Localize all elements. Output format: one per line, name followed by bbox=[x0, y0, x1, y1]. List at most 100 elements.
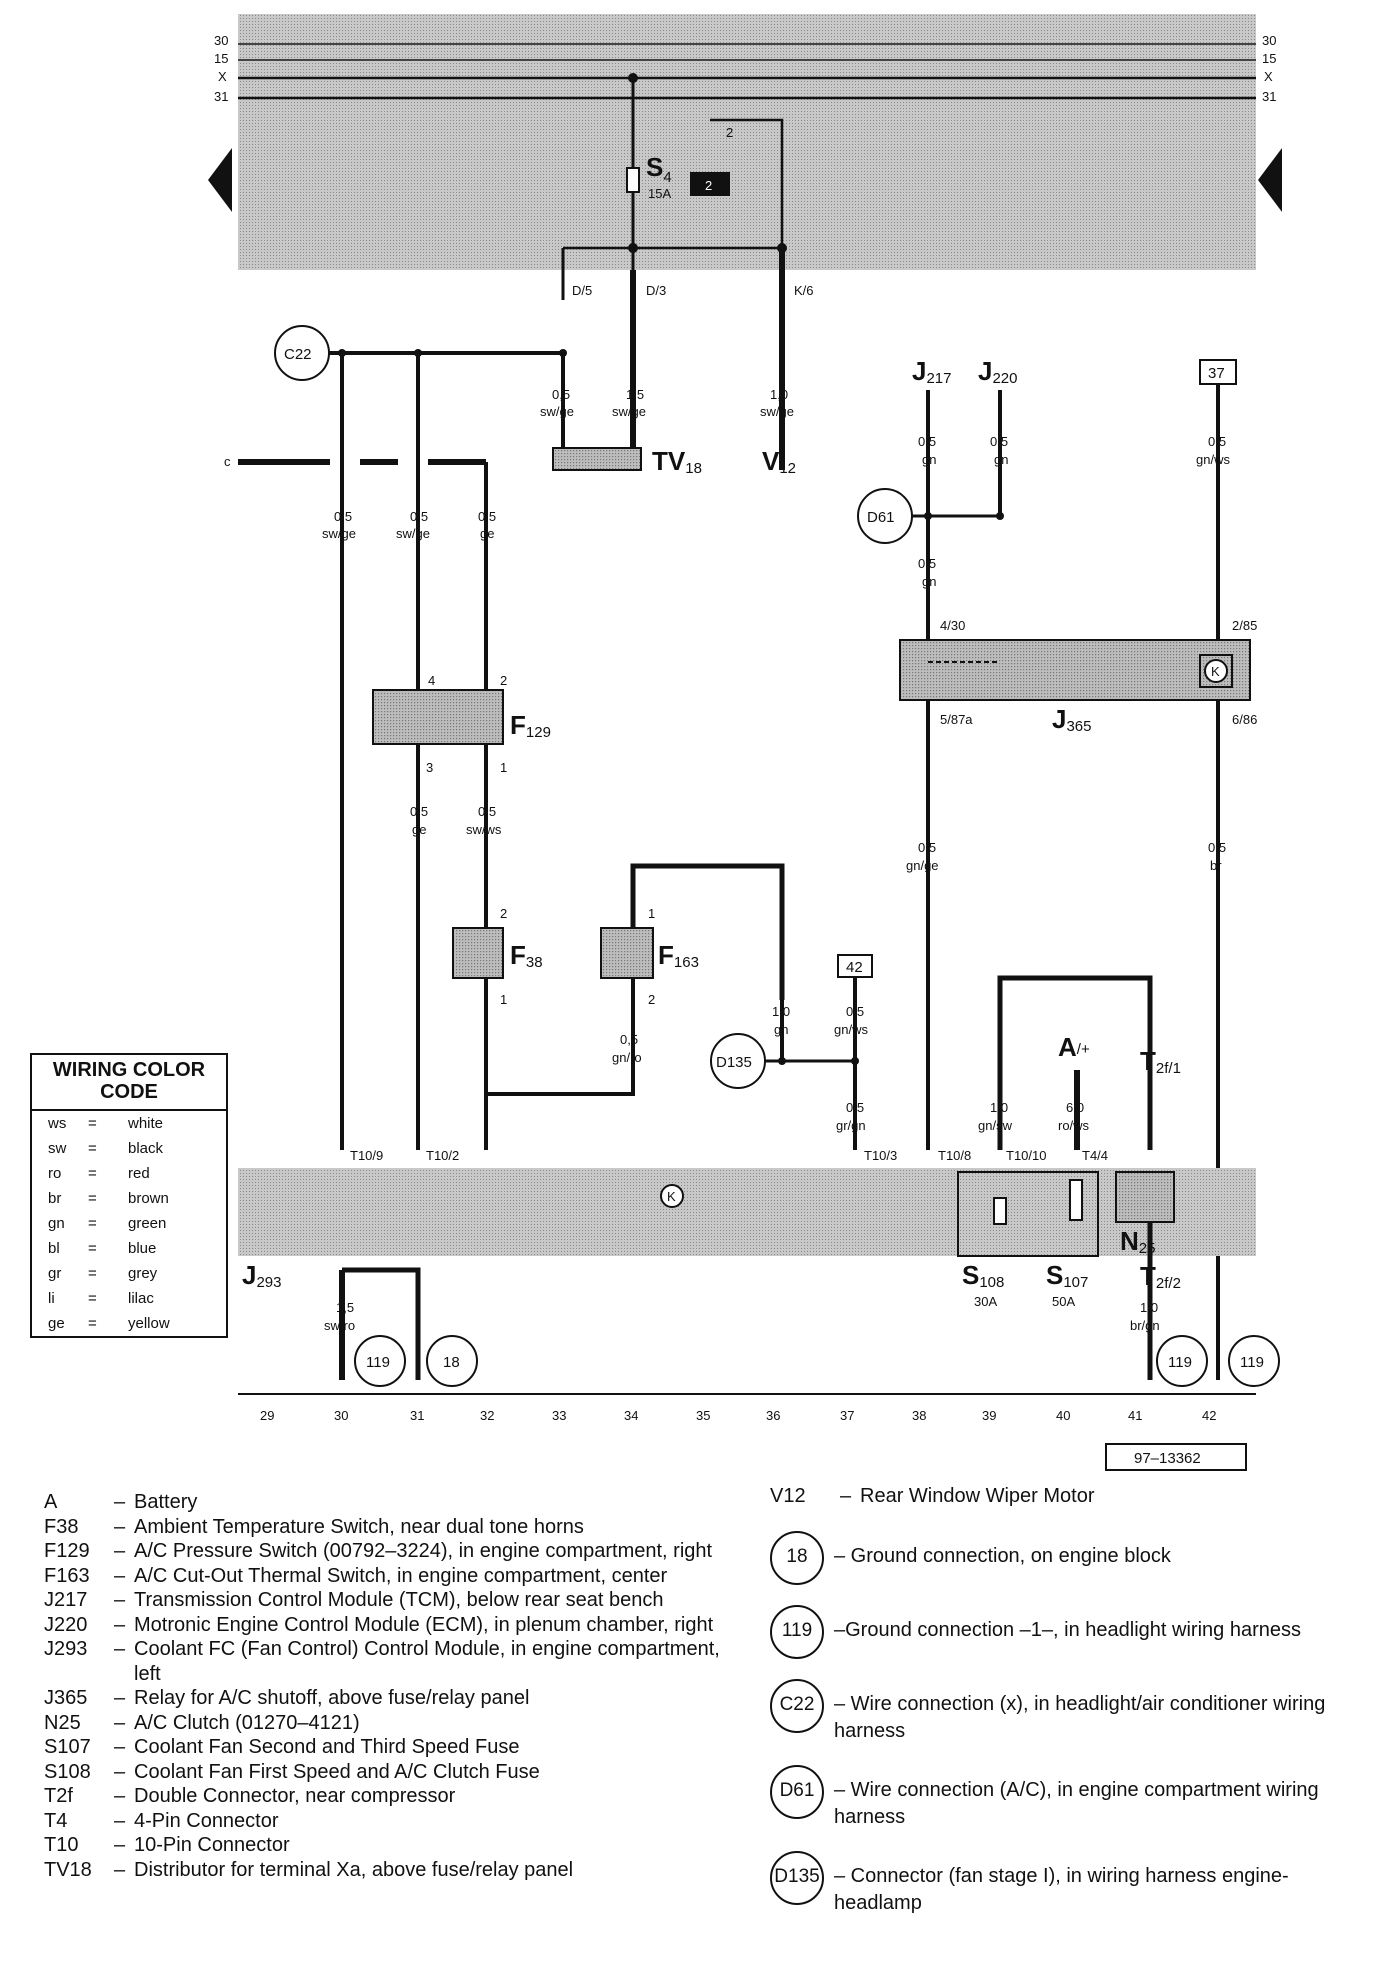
j220-label: J220 bbox=[978, 356, 1018, 387]
track-number: 34 bbox=[624, 1408, 638, 1423]
track-number: 36 bbox=[766, 1408, 780, 1423]
connector-k6: K/6 bbox=[794, 283, 814, 298]
tv18-label: TV18 bbox=[652, 446, 702, 477]
wire-label-37a: 0,5 bbox=[1208, 434, 1226, 449]
pin-t10-9: T10/9 bbox=[350, 1148, 383, 1163]
ref-box-2 bbox=[690, 172, 730, 196]
v12-label: V12 bbox=[762, 446, 796, 477]
wire-label-g30b: sw/ro bbox=[324, 1318, 355, 1333]
fuse-s4 bbox=[626, 167, 640, 193]
connection-symbol: 119 bbox=[770, 1604, 824, 1659]
ref-box-42-label: 42 bbox=[846, 959, 863, 976]
wire-label-42a: 0,5 bbox=[846, 1004, 864, 1019]
relay-coil-label: K bbox=[1211, 664, 1220, 679]
legend-row: br=brown bbox=[48, 1190, 169, 1207]
battery-label: A/+ bbox=[1058, 1032, 1090, 1062]
arrow-right-icon bbox=[1258, 148, 1282, 212]
ground-119-b bbox=[1156, 1335, 1208, 1387]
f163-label: F163 bbox=[658, 940, 699, 971]
legend-row: gr=grey bbox=[48, 1265, 158, 1282]
wire-label-d61b: gn bbox=[922, 574, 936, 589]
s108-rating: 30A bbox=[974, 1294, 997, 1309]
track-number: 40 bbox=[1056, 1408, 1070, 1423]
track-number: 42 bbox=[1202, 1408, 1216, 1423]
track-number: 38 bbox=[912, 1408, 926, 1423]
wire-label-f129-3a: 0,5 bbox=[410, 804, 428, 819]
wire-label-5a: 0,5 bbox=[410, 509, 428, 524]
track-number: 37 bbox=[840, 1408, 854, 1423]
f163-pin-2: 2 bbox=[648, 992, 655, 1007]
wire-label-5b: sw/ge bbox=[396, 526, 430, 541]
wire-label-6a: 0,5 bbox=[478, 509, 496, 524]
ground-119-a-label: 119 bbox=[366, 1354, 390, 1371]
track-number: 31 bbox=[410, 1408, 424, 1423]
connection-key: V12 – Rear Window Wiper Motor 18– Ground… bbox=[770, 1484, 1370, 1937]
ref-box-37-label: 37 bbox=[1208, 365, 1225, 382]
key-row: F38–Ambient Temperature Switch, near dua… bbox=[44, 1515, 584, 1538]
wire-label-j217a: 0,5 bbox=[918, 434, 936, 449]
pin-t4-4: T4/4 bbox=[1082, 1148, 1108, 1163]
fuse-pin-2: 2 bbox=[726, 125, 733, 140]
ref-box-37 bbox=[1199, 359, 1237, 385]
connection-symbol: D61 bbox=[770, 1764, 824, 1819]
track-number: 29 bbox=[260, 1408, 274, 1423]
wire-c-label: c bbox=[224, 454, 231, 469]
t2f1-label: T2f/1 bbox=[1140, 1046, 1181, 1077]
f38-pin-2: 2 bbox=[500, 906, 507, 921]
connection-symbol: C22 bbox=[770, 1678, 824, 1733]
wire-label-t103b: gr/gn bbox=[836, 1118, 866, 1133]
wire-label-1a: 0,5 bbox=[552, 387, 570, 402]
wire-label-3a: 1,0 bbox=[770, 387, 788, 402]
legend-row: ws=white bbox=[48, 1115, 164, 1132]
wire-label-f129-1a: 0,5 bbox=[478, 804, 496, 819]
j365-pin-686: 6/86 bbox=[1232, 712, 1257, 727]
key-row: N25–A/C Clutch (01270–4121) bbox=[44, 1711, 360, 1734]
wire-label-j220b: gn bbox=[994, 452, 1008, 467]
j293-label: J293 bbox=[242, 1260, 282, 1291]
legend-title: WIRING COLOR CODE bbox=[32, 1055, 226, 1111]
fuse-s4-name: S4 bbox=[646, 152, 672, 186]
wire-label-2b: sw/ge bbox=[612, 404, 646, 419]
legend-row: ge=yellow bbox=[48, 1315, 170, 1332]
wire-label-f129-1b: sw/ws bbox=[466, 822, 502, 837]
ref-box-2-label: 2 bbox=[705, 178, 712, 193]
j365-pin-430: 4/30 bbox=[940, 618, 965, 633]
ground-18 bbox=[426, 1335, 478, 1387]
connection-symbol: 18 bbox=[770, 1530, 824, 1585]
connection-key-row: D135– Connector (fan stage I), in wiring… bbox=[770, 1850, 1370, 1917]
wire-label-j365-86b: br bbox=[1210, 858, 1222, 873]
s107-label: S107 bbox=[1046, 1260, 1088, 1291]
bus-label-x-left: X bbox=[218, 69, 227, 84]
f129-switch bbox=[372, 689, 504, 745]
f38-switch bbox=[452, 927, 504, 979]
wire-label-3b: sw/ge bbox=[760, 404, 794, 419]
key-row: T10–10-Pin Connector bbox=[44, 1834, 290, 1856]
f129-pin-3: 3 bbox=[426, 760, 433, 775]
reference-box bbox=[1105, 1443, 1247, 1471]
pin-t10-2: T10/2 bbox=[426, 1148, 459, 1163]
c22-label: C22 bbox=[284, 346, 312, 363]
legend-row: gn=green bbox=[48, 1215, 167, 1232]
key-row: S107–Coolant Fan Second and Third Speed … bbox=[44, 1736, 520, 1758]
d61-label: D61 bbox=[867, 509, 895, 526]
connection-key-row: C22– Wire connection (x), in headlight/a… bbox=[770, 1678, 1370, 1745]
d135-label: D135 bbox=[716, 1054, 752, 1071]
wire-label-d61a: 0,5 bbox=[918, 556, 936, 571]
wire-label-f38a: 0,5 bbox=[620, 1032, 638, 1047]
track-number: 41 bbox=[1128, 1408, 1142, 1423]
f129-pin-4: 4 bbox=[428, 673, 435, 688]
key-row: A–Battery bbox=[44, 1491, 198, 1513]
ground-119-a bbox=[354, 1335, 406, 1387]
pin-t10-10: T10/10 bbox=[1006, 1148, 1046, 1163]
fuse-s4-rating: 15A bbox=[648, 186, 671, 201]
ground-119-c-label: 119 bbox=[1240, 1354, 1264, 1371]
f38-pin-1: 1 bbox=[500, 992, 507, 1007]
key-row: S108–Coolant Fan First Speed and A/C Clu… bbox=[44, 1760, 540, 1783]
wire-label-j217b: gn bbox=[922, 452, 936, 467]
bus-label-30-right: 30 bbox=[1262, 33, 1276, 48]
legend-row: ro=red bbox=[48, 1165, 150, 1182]
legend-row: li=lilac bbox=[48, 1290, 154, 1307]
